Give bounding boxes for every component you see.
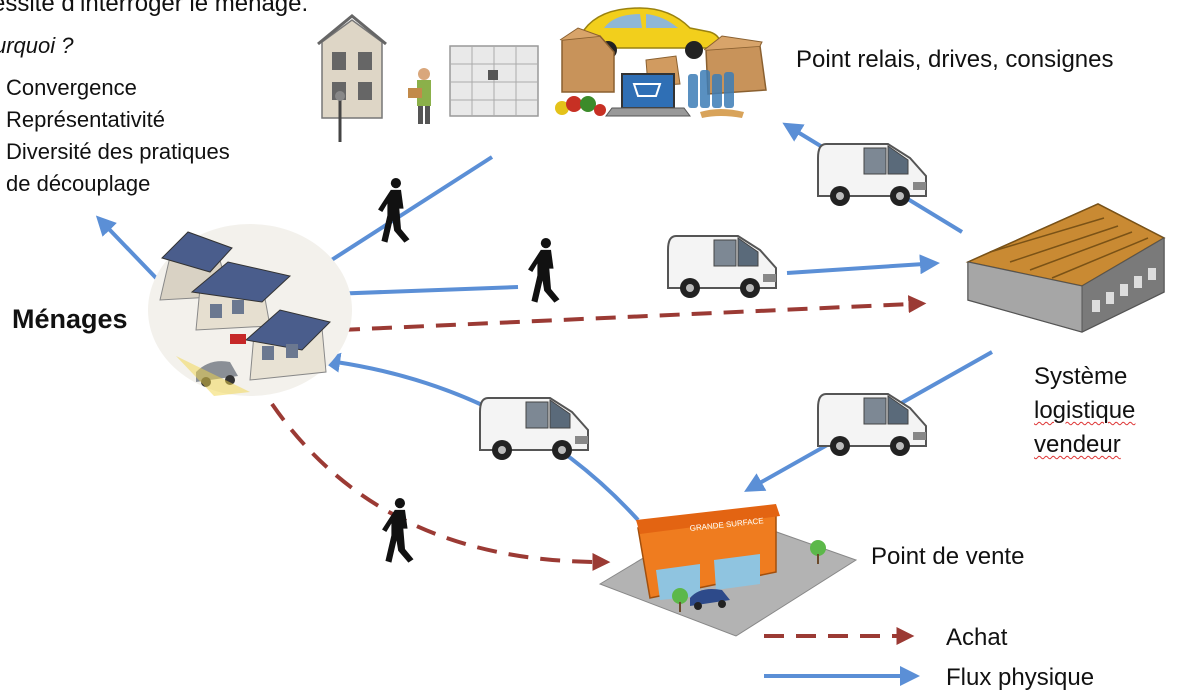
why-item: Représentativité [6, 107, 165, 132]
warehouse-illustration [965, 203, 1166, 333]
relais-label: Point relais, drives, consignes [796, 46, 1114, 73]
walker-systeme [528, 238, 560, 303]
why-item: Convergence [6, 75, 137, 100]
header-text: essite d’interroger le ménage. [0, 0, 309, 17]
houses-illustration [148, 224, 352, 396]
flow-systeme-to-menages [314, 283, 519, 304]
purchase-menages-to-vente [270, 402, 611, 571]
why-item: Diversité des pratiques [6, 139, 230, 164]
legend-flux-label: Flux physique [946, 664, 1095, 691]
van-systeme-vente [817, 393, 927, 457]
walker-relais [378, 178, 410, 243]
systeme-line-2: logistique [1034, 397, 1136, 424]
store-illustration: GRANDE SURFACE [598, 504, 858, 637]
van-vente-menages [479, 397, 589, 461]
flow-van-to-systeme [786, 254, 940, 275]
menages-label: Ménages [12, 304, 128, 334]
why-item: de découplage [6, 171, 151, 196]
why-list: Convergence Représentativité Diversité d… [6, 72, 230, 200]
flow-relais-to-menages [302, 155, 494, 279]
systeme-line-1: Système [1034, 363, 1128, 390]
purchase-arrows [270, 295, 927, 571]
why-title: urquoi ? [0, 33, 74, 58]
relais-illustration [317, 7, 767, 142]
flow-menages-to-why [95, 215, 160, 282]
vente-label: Point de vente [871, 543, 1025, 570]
van-systeme-menages [667, 235, 777, 299]
walker-vente [382, 498, 414, 563]
purchase-menages-to-systeme [339, 295, 927, 332]
systeme-line-3: vendeur [1034, 431, 1121, 458]
van-relais [817, 143, 927, 207]
systeme-label: Système logistique vendeur [1034, 360, 1135, 462]
legend-achat-label: Achat [946, 624, 1008, 651]
